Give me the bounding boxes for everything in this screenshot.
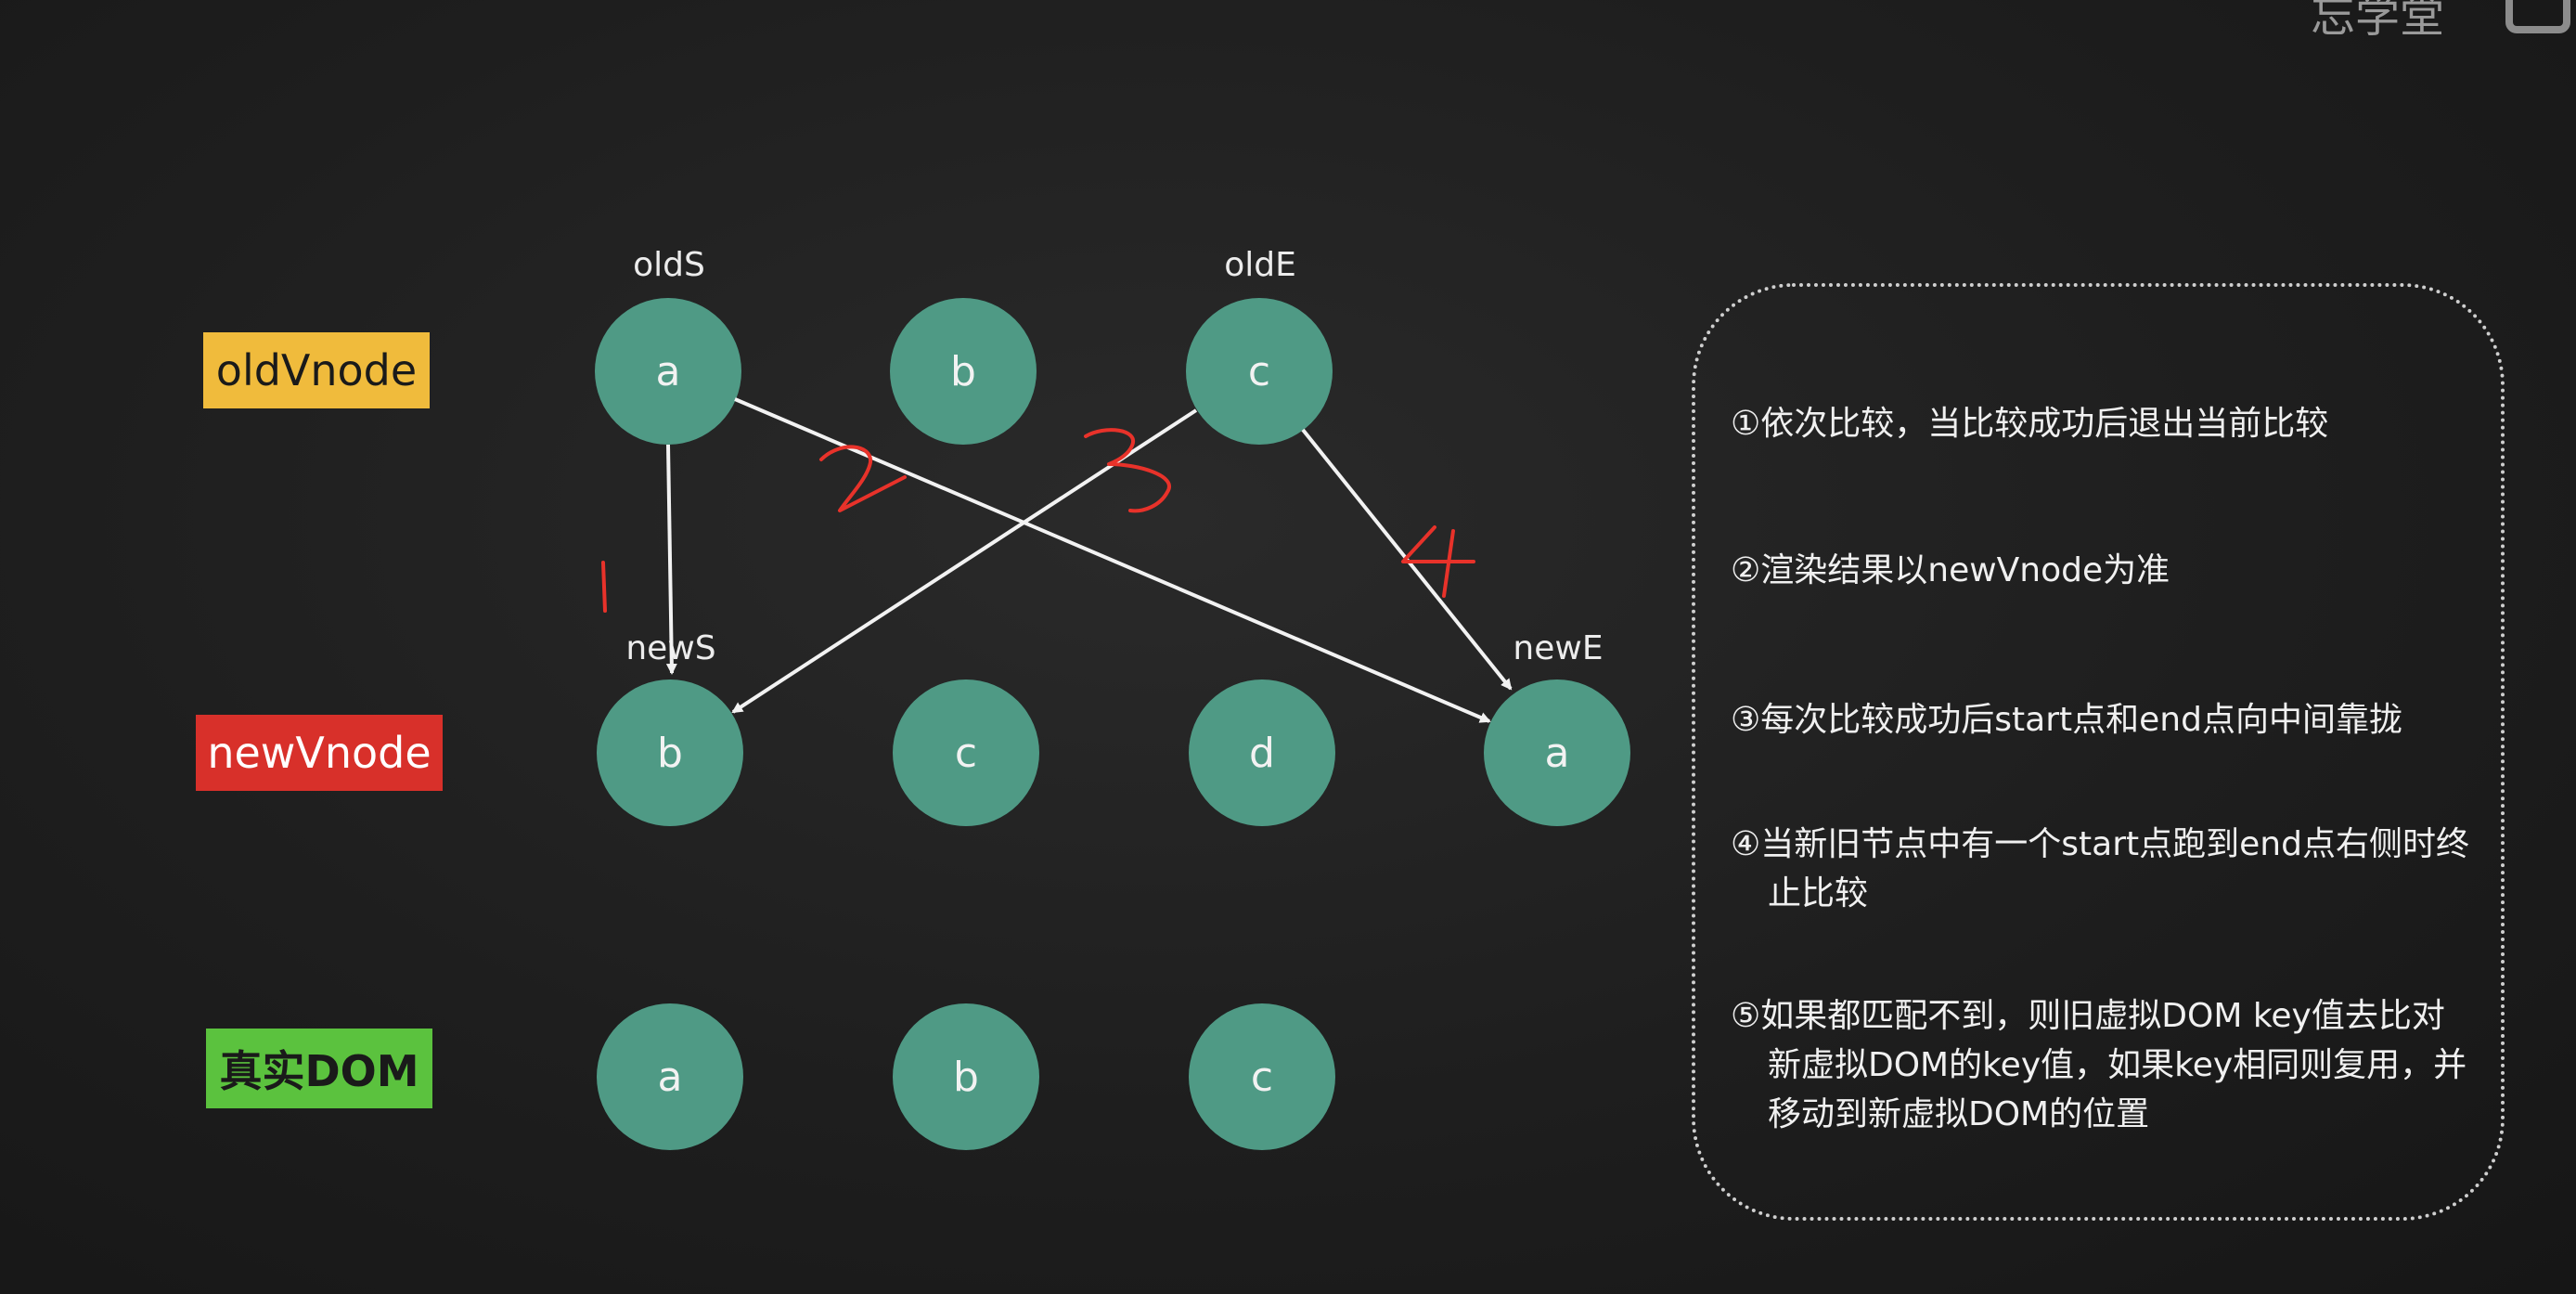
new-node-b: b (597, 679, 743, 826)
old-end-pointer-label: oldE (1224, 246, 1296, 284)
note-5-line-1: ⑤如果都匹配不到，则旧虚拟DOM key值去比对 (1731, 997, 2445, 1035)
note-4: ④当新旧节点中有一个start点跑到end点右侧时终 止比较 (1731, 820, 2501, 918)
old-node-a: a (595, 298, 741, 445)
new-end-pointer-label: newE (1513, 629, 1604, 667)
handwritten-step-1 (601, 561, 607, 613)
old-start-pointer-label: oldS (633, 246, 705, 284)
watermark-text: 忘学堂 (2311, 0, 2445, 43)
handwritten-step-4 (1401, 525, 1475, 598)
note-5-line-3: 移动到新虚拟DOM的位置 (1768, 1095, 2150, 1133)
dom-node-a: a (597, 1003, 743, 1150)
note-5: ⑤如果都匹配不到，则旧虚拟DOM key值去比对 新虚拟DOM的key值，如果k… (1731, 991, 2501, 1139)
note-5-line-2: 新虚拟DOM的key值，如果key相同则复用，并 (1768, 1046, 2467, 1084)
new-node-c: c (893, 679, 1039, 826)
handwritten-step-3 (1084, 428, 1171, 513)
real-dom-label: 真实DOM (206, 1029, 432, 1108)
old-node-c: c (1186, 298, 1333, 445)
new-vnode-label: newVnode (196, 715, 443, 791)
note-1: ①依次比较，当比较成功后退出当前比较 (1731, 405, 2329, 443)
old-node-b: b (890, 298, 1037, 445)
dom-node-b: b (893, 1003, 1039, 1150)
note-4-line-2: 止比较 (1768, 874, 1869, 912)
dom-node-c: c (1189, 1003, 1335, 1150)
arrow-old-a-to-new-b (665, 444, 677, 675)
note-3: ③每次比较成功后start点和end点向中间靠拢 (1731, 701, 2402, 739)
rules-notes-box (1692, 283, 2505, 1221)
handwritten-step-2 (819, 445, 907, 512)
new-node-a: a (1484, 679, 1630, 826)
bilibili-logo-icon (2505, 0, 2570, 33)
arrow-old-a-to-new-a (734, 397, 1491, 723)
note-2: ②渲染结果以newVnode为准 (1731, 551, 2170, 589)
new-node-d: d (1189, 679, 1335, 826)
note-4-line-1: ④当新旧节点中有一个start点跑到end点右侧时终 (1731, 825, 2469, 863)
old-vnode-label: oldVnode (203, 332, 430, 408)
